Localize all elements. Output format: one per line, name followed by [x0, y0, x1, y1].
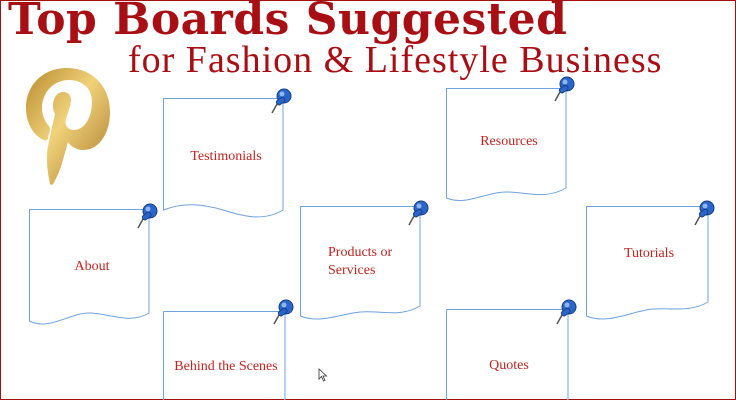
board-quotes[interactable]: Quotes	[446, 299, 577, 400]
board-label: Testimonials	[190, 149, 262, 164]
document-shape	[29, 209, 150, 325]
board-resources[interactable]: Resources	[446, 76, 575, 208]
board-label-line-2: Services	[328, 263, 376, 278]
board-label: Tutorials	[623, 246, 675, 261]
document-shape	[446, 309, 569, 400]
board-label: Resources	[480, 134, 538, 149]
document-shape	[586, 206, 709, 320]
title-line-1: Top Boards Suggested	[8, 0, 568, 45]
pushpin-icon	[408, 200, 429, 226]
pushpin-icon	[137, 203, 158, 229]
pushpin-icon	[271, 88, 292, 114]
pushpin-icon	[273, 299, 294, 325]
board-products-or-services[interactable]: Products or Services	[300, 200, 429, 326]
board-label: Behind the Scenes	[174, 359, 278, 374]
pushpin-icon	[554, 76, 575, 102]
board-behind-the-scenes[interactable]: Behind the Scenes	[163, 299, 294, 400]
board-testimonials[interactable]: Testimonials	[163, 88, 292, 218]
pushpin-icon	[694, 200, 715, 226]
board-tutorials[interactable]: Tutorials	[586, 200, 715, 326]
document-shape	[163, 98, 284, 218]
board-label: About	[74, 259, 110, 274]
board-about[interactable]: About	[29, 203, 158, 329]
pinterest-logo-icon	[26, 68, 110, 185]
board-label: Quotes	[489, 358, 529, 373]
mouse-cursor-icon	[318, 368, 328, 382]
document-shape	[446, 88, 567, 201]
title-line-2: for Fashion & Lifestyle Business	[128, 39, 663, 81]
board-label-line-1: Products or	[328, 245, 393, 260]
document-shape	[163, 311, 286, 400]
pushpin-icon	[556, 299, 577, 325]
document-shape	[300, 206, 421, 320]
